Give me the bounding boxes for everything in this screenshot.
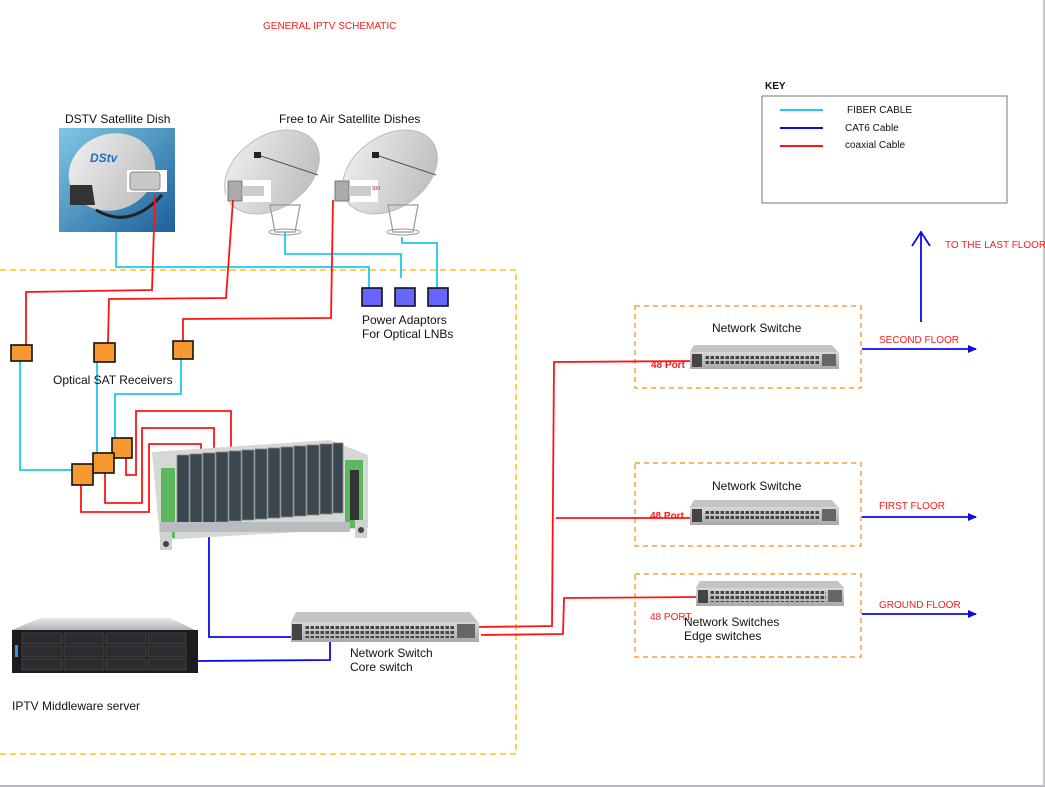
last-floor-arrow (911, 230, 931, 322)
key-label-coax: coaxial Cable (845, 140, 906, 151)
middleware-server-label: IPTV Middleware server (12, 699, 141, 713)
middleware-server-image (12, 618, 198, 673)
headend-chassis-image (152, 440, 368, 550)
ground-floor-box (634, 573, 862, 658)
optical-receiver-1 (10, 344, 33, 362)
coax-cables (25, 194, 701, 636)
power-adaptors-label-2: For Optical LNBs (362, 327, 454, 341)
cat6-cables (196, 525, 331, 662)
optical-receiver-3 (172, 340, 194, 360)
ground-floor-switch-label-2: Edge switches (684, 629, 762, 643)
core-switch-image (291, 612, 479, 642)
optical-receiver-5 (92, 452, 115, 474)
key-heading: KEY (765, 81, 786, 92)
power-adaptors-label-1: Power Adaptors (362, 313, 447, 327)
optical-receiver-2 (93, 342, 116, 363)
optical-receiver-4 (111, 437, 133, 459)
dstv-dish-image: DStv (59, 128, 175, 232)
power-adaptor-3 (427, 287, 449, 307)
ground-floor-switch-image (696, 581, 844, 606)
first-floor-switch-label: Network Switche (712, 479, 802, 493)
power-adaptor-2 (394, 287, 416, 307)
core-switch-label-1: Network Switch (350, 646, 433, 660)
diagram-title: GENERAL IPTV SCHEMATIC (263, 21, 397, 32)
fiber-cables (19, 232, 438, 471)
optical-receivers-label: Optical SAT Receivers (53, 373, 173, 387)
ground-floor-switch-label-1: Network Switches (684, 615, 780, 629)
ground-floor-label: GROUND FLOOR (879, 600, 961, 611)
key-label-cat6: CAT6 Cable (845, 123, 899, 134)
power-adaptor-1 (361, 287, 383, 307)
second-floor-switch-label: Network Switche (712, 321, 802, 335)
second-floor-switch-image (690, 345, 839, 369)
first-floor-port-label: 48 Port (650, 511, 684, 522)
optical-receiver-6 (71, 463, 94, 486)
ground-floor-port-label: 48 PORT (650, 612, 692, 623)
fta-dish-2-image: SKI (333, 129, 438, 236)
core-switch-label-2: Core switch (350, 660, 413, 674)
last-floor-label: TO THE LAST FLOOR (945, 240, 1045, 251)
second-floor-port-label: 48 Port (651, 360, 685, 371)
fta-dish-1-image (224, 129, 320, 236)
first-floor-switch-image (690, 500, 839, 525)
first-floor-box (634, 462, 862, 547)
fta-dishes-label: Free to Air Satellite Dishes (279, 112, 421, 126)
second-floor-label: SECOND FLOOR (879, 335, 960, 346)
svg-text:DStv: DStv (90, 151, 119, 165)
dstv-dish-label: DSTV Satellite Dish (65, 112, 171, 126)
key-box (761, 95, 1008, 204)
svg-text:SKI: SKI (372, 186, 380, 192)
first-floor-label: FIRST FLOOR (879, 501, 945, 512)
key-label-fiber: FIBER CABLE (847, 105, 913, 116)
second-floor-box (634, 305, 862, 389)
